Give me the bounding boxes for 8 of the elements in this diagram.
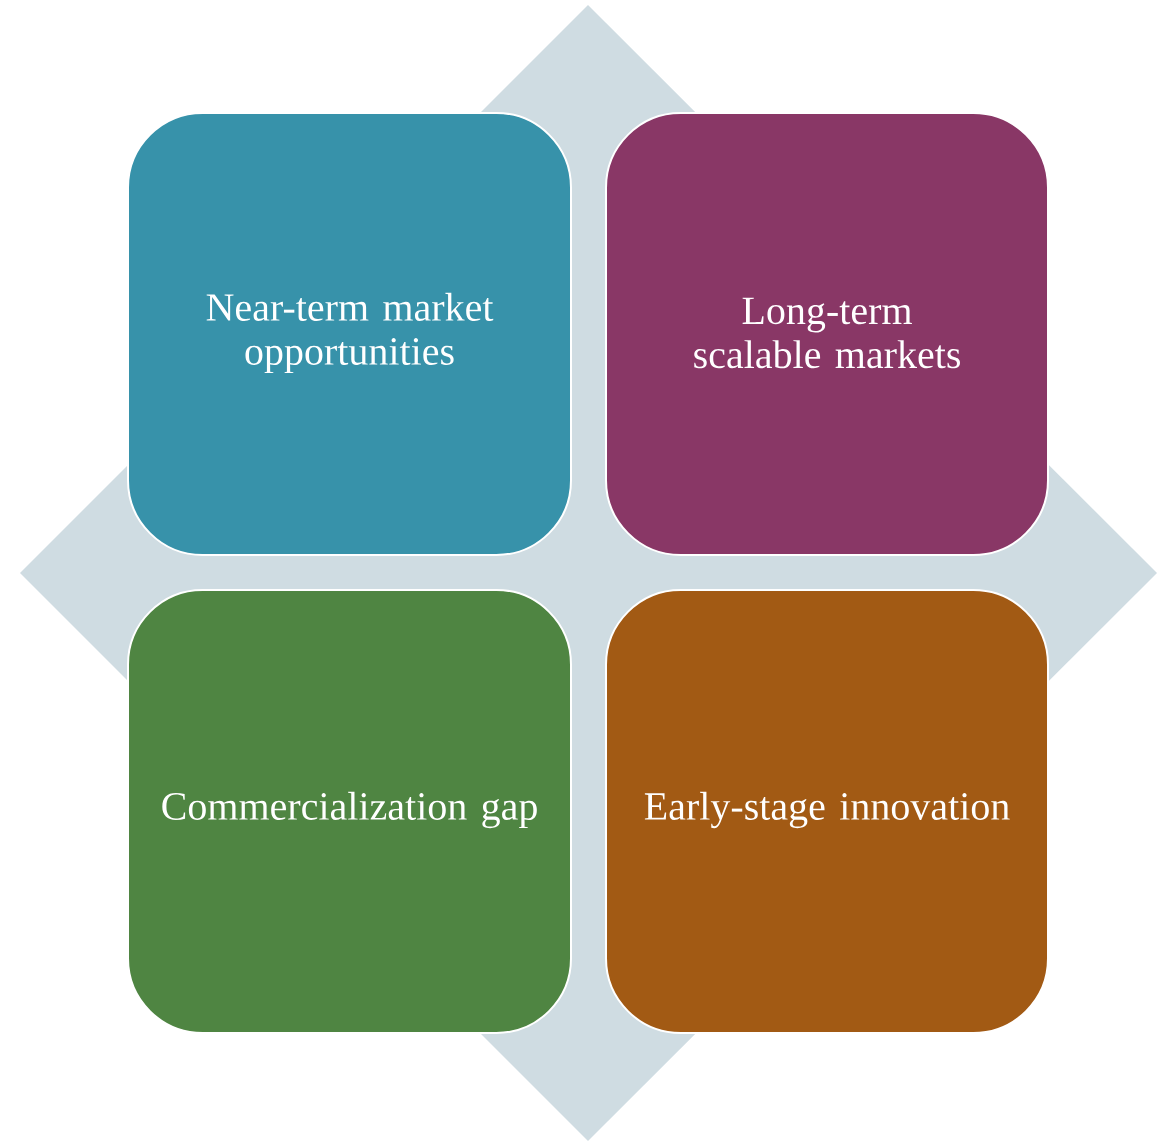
rounded-box [127, 589, 572, 1034]
rounded-box [605, 112, 1049, 556]
box-label: Commercialization gap [162, 791, 537, 829]
box-label: Near-term market opportunities [206, 292, 494, 374]
box-label: Early-stage innovation [644, 791, 1010, 829]
rounded-box [127, 112, 572, 556]
rounded-box [605, 589, 1049, 1034]
box-label: Long-term scalable markets [694, 297, 960, 369]
